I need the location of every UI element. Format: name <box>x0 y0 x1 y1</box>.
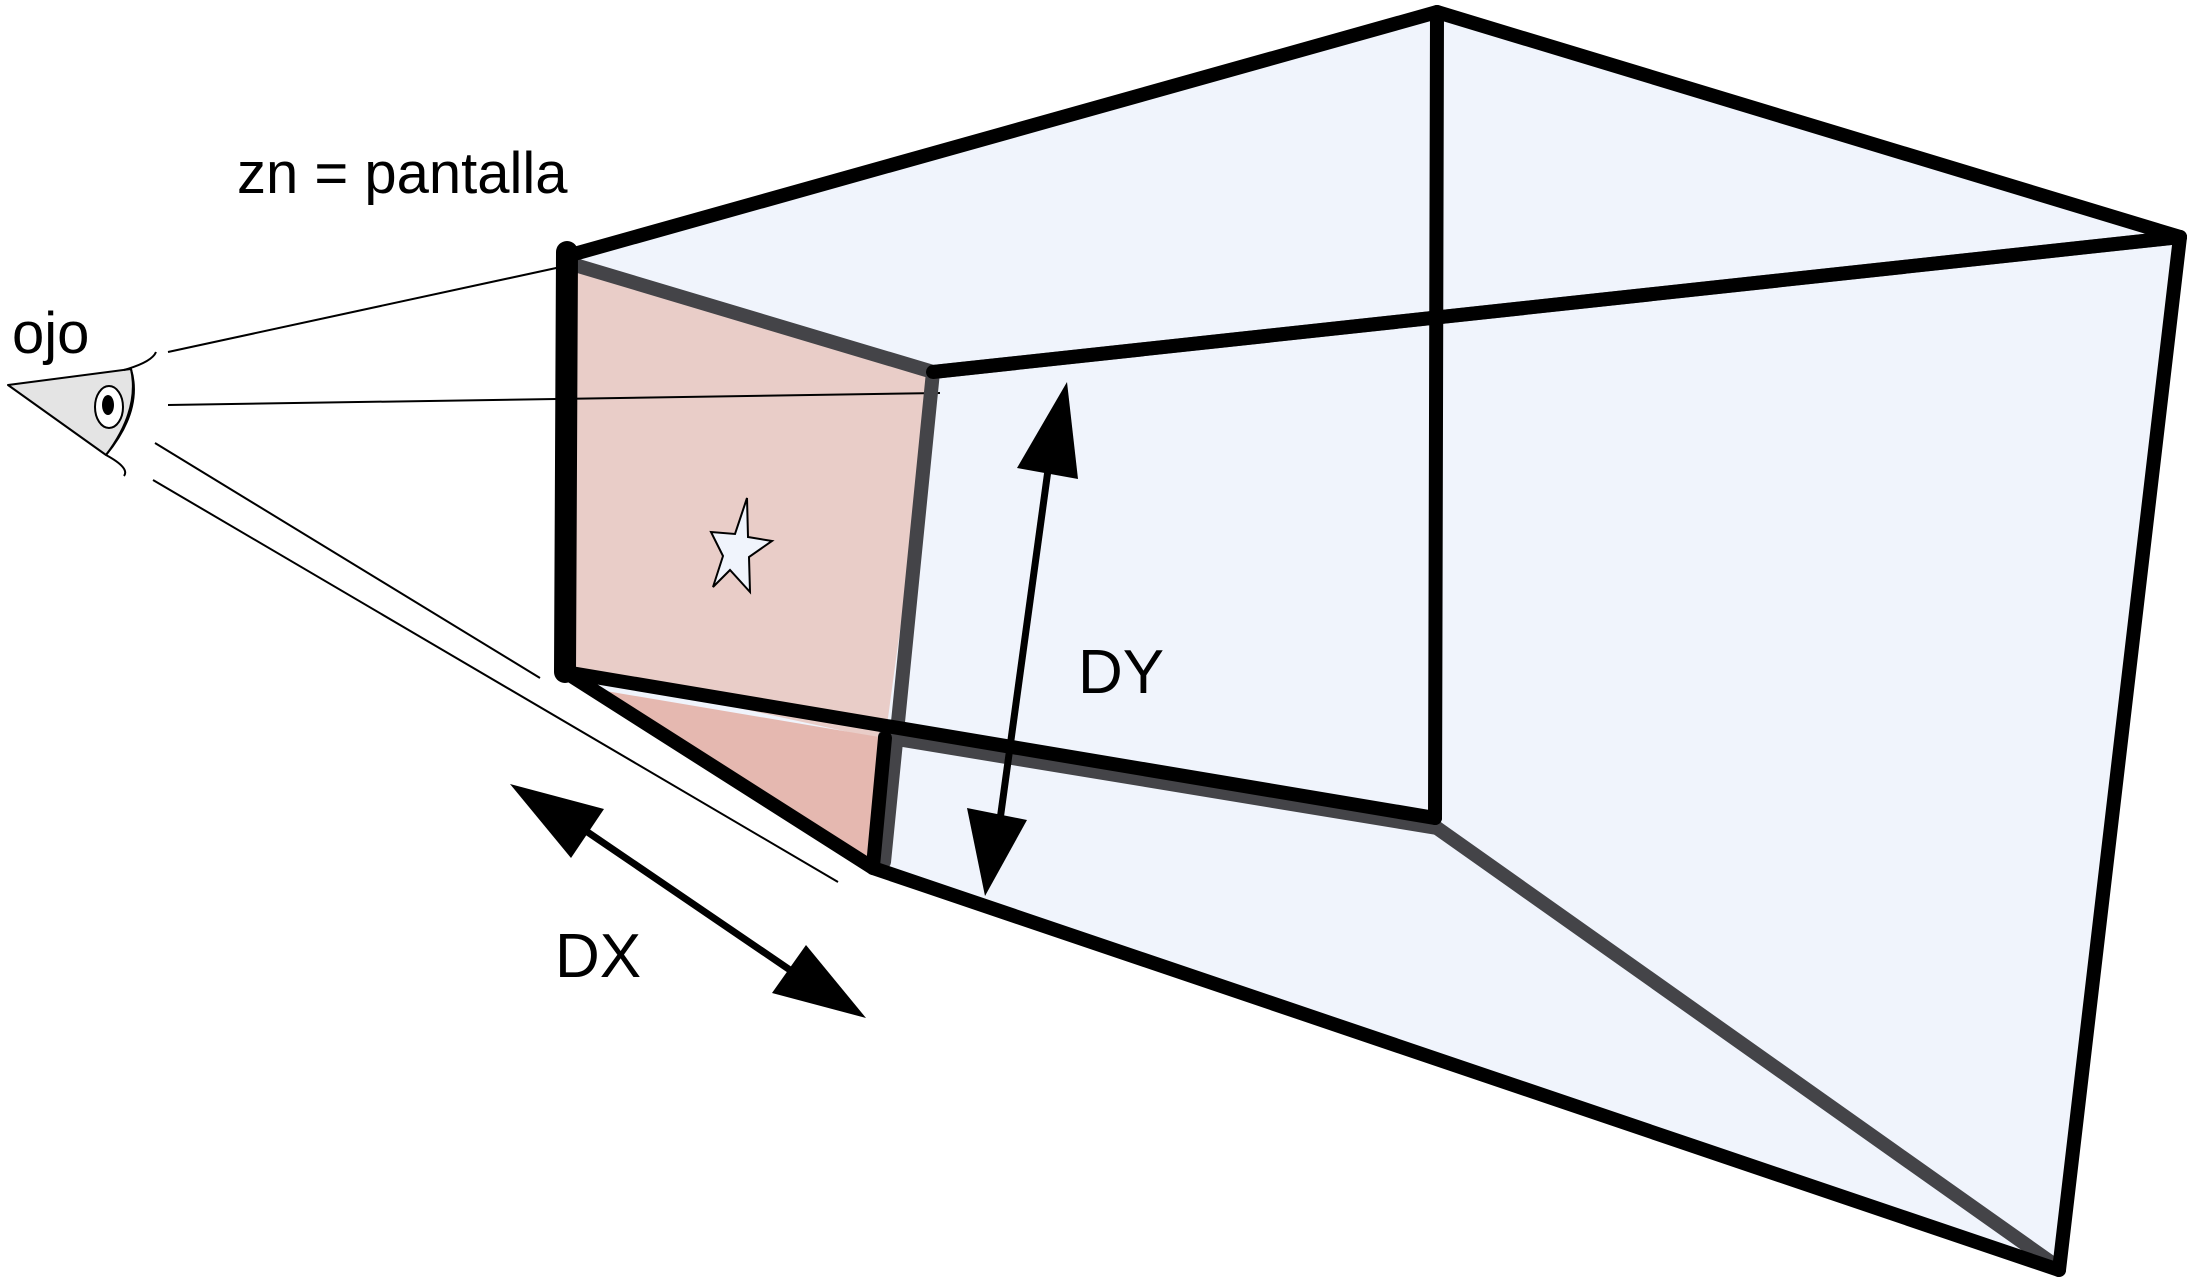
eye-icon <box>7 351 157 477</box>
frustum-far-faces <box>567 12 2180 1268</box>
eye-label: ojo <box>12 301 89 366</box>
near-plane-left-edge <box>554 241 578 683</box>
dx-arrow <box>510 784 866 1018</box>
frustum-edges <box>558 5 2187 1277</box>
near-plane-face <box>565 260 935 740</box>
dy-arrow <box>967 382 1078 896</box>
star-icon <box>709 497 775 595</box>
dy-label: DY <box>1078 638 1164 707</box>
dx-label: DX <box>555 922 641 991</box>
sight-lines <box>152 264 941 883</box>
near-plane-label: zn = pantalla <box>237 141 568 206</box>
